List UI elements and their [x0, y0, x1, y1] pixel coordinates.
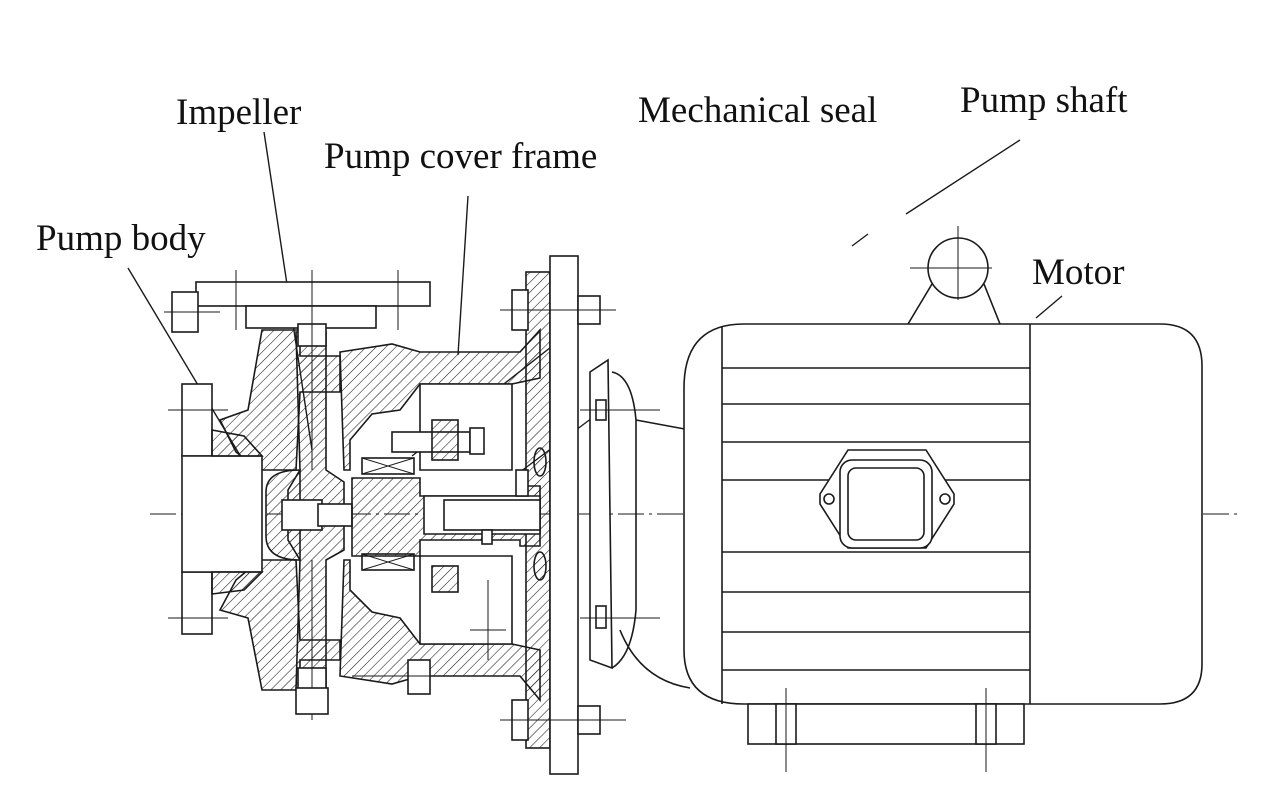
pump-cover-frame: [295, 255, 626, 775]
mechanical-seal: [361, 419, 485, 593]
label-motor: Motor: [1032, 252, 1125, 293]
leader-pump-cover-frame: [457, 195, 469, 356]
pump-shaft: [351, 447, 547, 581]
label-pump-shaft: Pump shaft: [960, 80, 1128, 121]
label-pump-cover-frame: Pump cover frame: [324, 136, 597, 177]
motor[interactable]: [683, 226, 1203, 772]
impeller: [265, 270, 353, 720]
label-pump-body: Pump body: [36, 218, 206, 259]
label-impeller: Impeller: [176, 92, 301, 133]
motor-end-shield: [580, 358, 691, 689]
leader-motor: [1035, 295, 1063, 319]
leader-pump-shaft-upper: [905, 139, 1021, 215]
cooling-fins: [722, 367, 1030, 671]
leader-pump-shaft-lower: [851, 233, 869, 247]
label-mechanical-seal: Mechanical seal: [638, 90, 877, 131]
